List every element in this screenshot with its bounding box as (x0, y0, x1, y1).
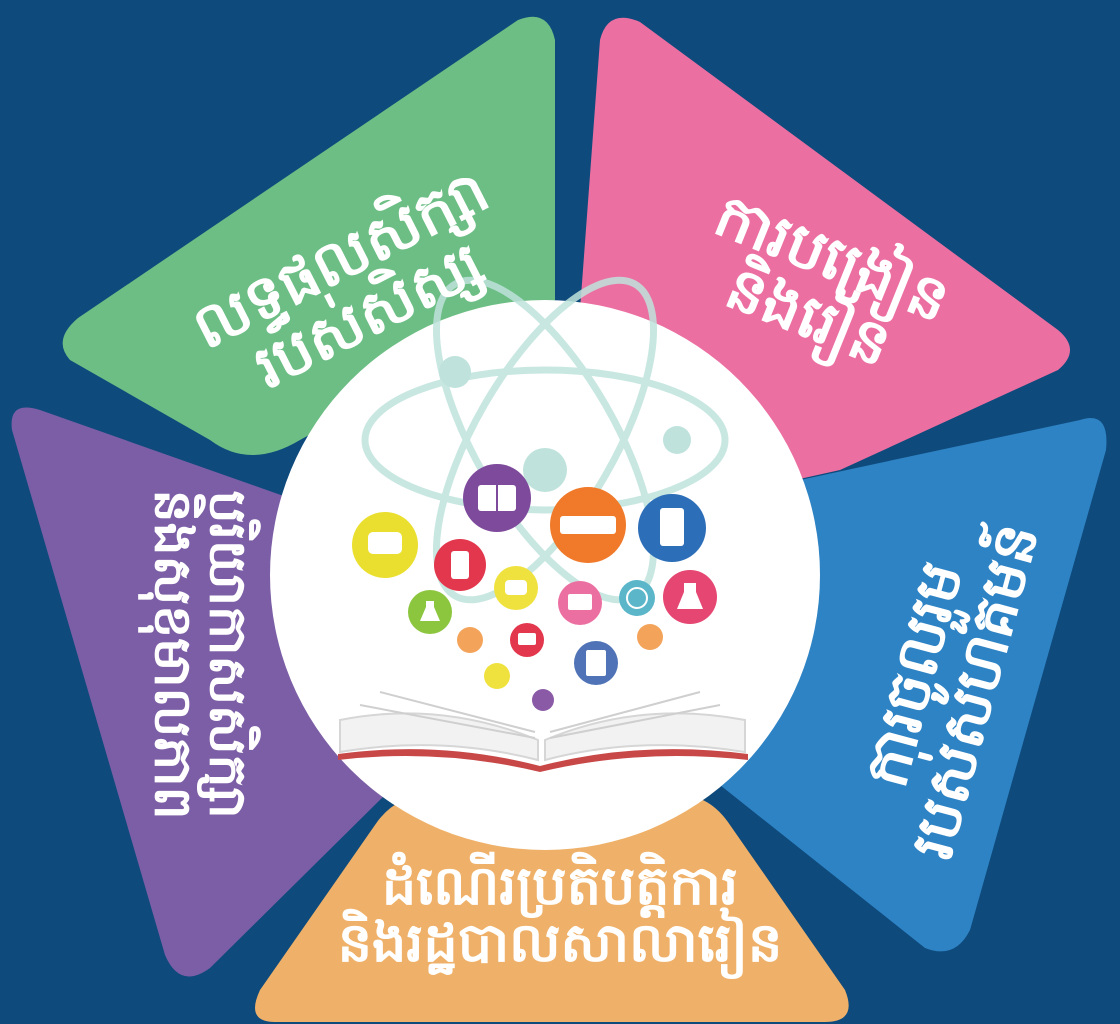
segment-label-line2: និងរដ្ឋបាលសាលារៀន (337, 910, 783, 974)
book-icon (463, 464, 531, 532)
segment-school-operations (255, 795, 849, 1022)
segment-label-line1: បរិយាកាសសិក្សា (197, 490, 258, 819)
chat-bubble-icon (494, 566, 538, 610)
monitor-icon (558, 581, 602, 625)
chat-bubble-icon (352, 512, 418, 578)
segment-label-learning-environment: បរិយាកាសសិក្សា និងសុខុមាលភាព (143, 455, 258, 855)
chat-bubble-icon (484, 663, 510, 689)
ticket-icon (550, 487, 626, 563)
flask-icon (663, 570, 717, 624)
segment-label-line1: ដំណើរប្រតិបត្តិការ (381, 854, 739, 917)
phone-icon (434, 539, 486, 591)
monitor-icon (510, 623, 544, 657)
open-book-icon (338, 691, 748, 772)
tablet-icon (638, 494, 706, 562)
segment-label-line2: និងសុខុមាលភាព (143, 489, 203, 820)
dot-icon (457, 624, 663, 653)
globe-icon (619, 580, 655, 616)
mouse-icon (532, 689, 554, 711)
calculator-icon (574, 641, 618, 685)
segment-label-school-operations: ដំណើរប្រតិបត្តិការ និងរដ្ឋបាលសាលារៀន (330, 854, 790, 974)
flask-icon (408, 590, 452, 634)
